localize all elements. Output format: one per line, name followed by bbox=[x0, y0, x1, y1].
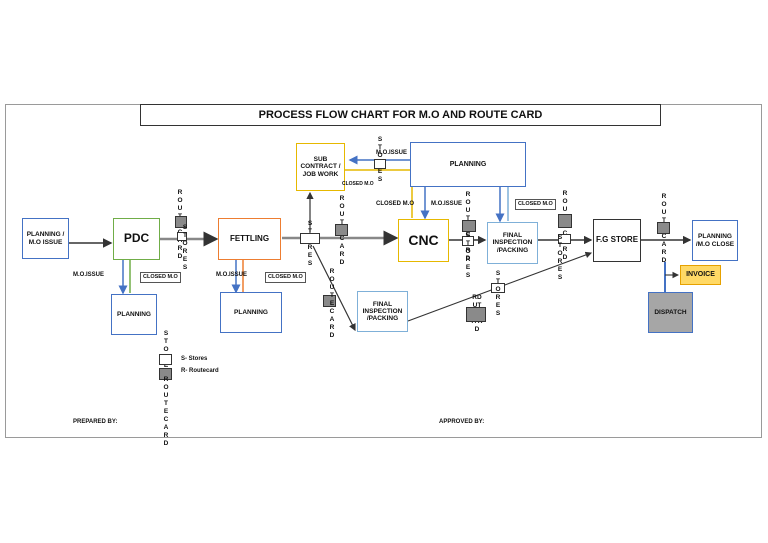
routecard-marker-1 bbox=[175, 216, 187, 228]
node-planning-3: PLANNING bbox=[410, 142, 526, 187]
node-cnc: CNC bbox=[398, 219, 449, 262]
label-closed-mo-4: CLOSED M.O bbox=[376, 201, 415, 207]
node-planning-mo-close: PLANNING /M.O CLOSE bbox=[692, 220, 738, 261]
tag-closed-mo-5: CLOSED M.O bbox=[515, 199, 556, 210]
routecard-marker-5 bbox=[558, 214, 572, 228]
stores-marker-2 bbox=[300, 233, 320, 244]
node-planning-mo-issue: PLANNING / M.O ISSUE bbox=[22, 218, 69, 259]
label-mo-issue-3: M.O.ISSUE bbox=[376, 150, 408, 156]
legend-stores-marker bbox=[159, 354, 172, 365]
prepared-by: PREPARED BY: bbox=[73, 419, 118, 425]
chart-title: PROCESS FLOW CHART FOR M.O AND ROUTE CAR… bbox=[140, 104, 661, 126]
node-fg-store: F.G STORE bbox=[593, 219, 641, 262]
stores-marker-1 bbox=[177, 232, 187, 241]
legend-stores: S- Stores bbox=[181, 356, 208, 362]
label-mo-issue-2: M.O.ISSUE bbox=[216, 272, 248, 278]
routecard-marker-3 bbox=[323, 295, 336, 307]
node-final-inspection-1: FINAL INSPECTION /PACKING bbox=[487, 222, 538, 264]
tag-closed-mo-1: CLOSED M.O bbox=[140, 272, 181, 283]
vertical-stores-5: STORES bbox=[557, 234, 563, 281]
vertical-stores-2: STORES bbox=[307, 220, 313, 267]
vertical-stores-4: STORES bbox=[465, 232, 471, 279]
vertical-stores-1: STORES bbox=[182, 224, 188, 271]
stores-marker-3 bbox=[374, 159, 386, 169]
node-dispatch: DISPATCH bbox=[648, 292, 693, 333]
vertical-routecard-3: ROUTECARD bbox=[329, 268, 335, 339]
node-planning-2: PLANNING bbox=[220, 292, 282, 333]
tag-closed-mo-2: CLOSED M.O bbox=[265, 272, 306, 283]
routecard-marker-4 bbox=[462, 220, 476, 232]
approved-by: APPROVED BY: bbox=[439, 419, 485, 425]
legend-routecard: R- Routecard bbox=[181, 368, 219, 374]
stores-marker-6 bbox=[491, 283, 505, 293]
stores-marker-5 bbox=[558, 234, 571, 244]
routecard-marker-7 bbox=[657, 222, 670, 234]
node-fettling: FETTLING bbox=[218, 218, 281, 260]
node-sub-contract: SUB CONTRACT / JOB WORK bbox=[296, 143, 345, 191]
stores-marker-4 bbox=[462, 236, 474, 246]
label-closed-mo-3: CLOSED M.O bbox=[342, 181, 374, 187]
vertical-stores-6: STORES bbox=[495, 270, 501, 317]
node-pdc: PDC bbox=[113, 218, 160, 260]
node-final-inspection-2: FINAL INSPECTION /PACKING bbox=[357, 291, 408, 332]
label-mo-issue-1: M.O.ISSUE bbox=[73, 272, 105, 278]
node-invoice: INVOICE bbox=[680, 265, 721, 285]
legend-vertical-routecard: ROUTECARD bbox=[163, 376, 169, 447]
node-planning-1: PLANNING bbox=[111, 294, 157, 335]
legend-routecard-marker bbox=[159, 368, 172, 380]
routecard-marker-6 bbox=[466, 307, 486, 322]
label-mo-issue-4: M.O.ISSUE bbox=[431, 201, 463, 207]
routecard-marker-2 bbox=[335, 224, 348, 236]
